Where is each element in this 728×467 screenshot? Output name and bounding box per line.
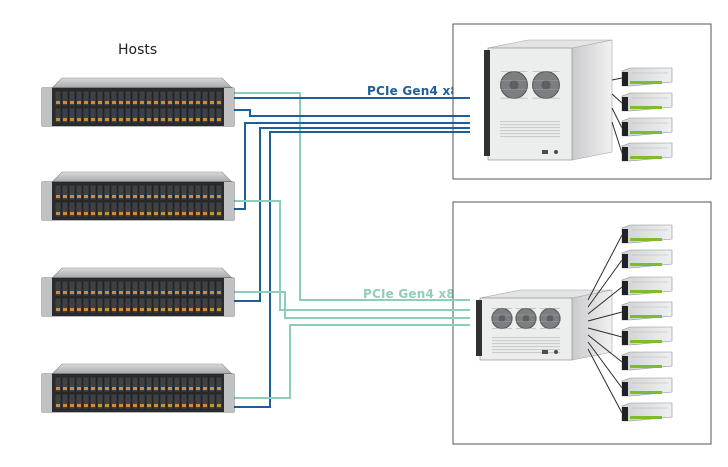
- gpu-bottom-4: [621, 301, 673, 321]
- gpu-bottom-8: [621, 402, 673, 422]
- expansion-chassis: [476, 39, 673, 422]
- server-2: [41, 171, 235, 221]
- pcie-link-9: [232, 291, 470, 319]
- gpu-bottom-5: [621, 326, 673, 346]
- server-4: [41, 363, 235, 413]
- gpu-bottom-6: [621, 351, 673, 371]
- gpu-bottom-2: [621, 249, 673, 269]
- pcie-links: [232, 92, 470, 408]
- gpu-bottom-3: [621, 276, 673, 296]
- hosts-label: Hosts: [118, 42, 158, 58]
- gpu-top-3: [621, 117, 673, 137]
- gpu-top-4: [621, 142, 673, 162]
- pcie-link-10: [232, 324, 470, 399]
- pcie-bottom-label: PCIe Gen4 x8: [363, 287, 455, 301]
- gpu-bottom-7: [621, 377, 673, 397]
- host-servers: [41, 77, 235, 413]
- pcie-link-3: [232, 109, 470, 117]
- chassis-bottom-unit: [476, 289, 613, 361]
- gpu-top-2: [621, 92, 673, 112]
- pcie-top-label: PCIe Gen4 x8: [367, 84, 459, 98]
- pcie-link-2: [299, 106, 470, 301]
- server-3: [41, 267, 235, 317]
- pcie-link-8: [232, 200, 470, 311]
- pcie-link-6: [232, 131, 470, 408]
- pcie-link-5: [232, 127, 470, 302]
- gpu-bottom-1: [621, 224, 673, 244]
- pcie-link-1: [232, 92, 301, 106]
- gpu-top-1: [621, 67, 673, 87]
- chassis-top-unit: [484, 39, 613, 161]
- pcie-link-4: [232, 122, 470, 210]
- server-1: [41, 77, 235, 127]
